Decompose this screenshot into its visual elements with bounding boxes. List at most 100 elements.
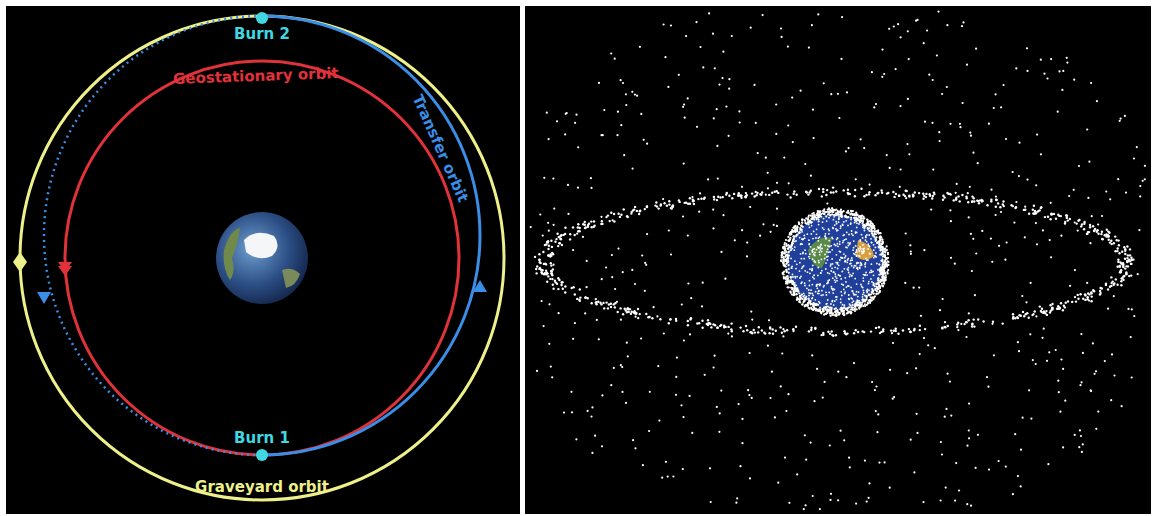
debris-dot xyxy=(875,103,877,105)
debris-dot xyxy=(979,199,981,201)
debris-dot xyxy=(712,209,714,211)
debris-dot xyxy=(588,223,590,225)
debris-dot xyxy=(701,305,703,307)
debris-dot xyxy=(737,194,739,196)
debris-dot xyxy=(1050,213,1052,215)
debris-dot xyxy=(825,194,827,196)
debris-dot xyxy=(882,285,884,287)
debris-dot xyxy=(846,91,848,93)
burn-point xyxy=(256,12,268,24)
debris-dot xyxy=(944,326,946,328)
debris-dot xyxy=(1124,258,1126,260)
debris-dot xyxy=(787,393,789,395)
debris-dot xyxy=(804,300,806,302)
debris-dot xyxy=(1035,184,1037,186)
debris-dot xyxy=(646,206,648,208)
debris-dot xyxy=(822,308,824,310)
debris-dot xyxy=(666,205,668,207)
debris-dot xyxy=(992,321,994,323)
debris-dot xyxy=(739,465,741,467)
debris-dot xyxy=(794,286,796,288)
debris-dot xyxy=(879,280,881,282)
debris-dot xyxy=(670,253,672,255)
debris-dot xyxy=(626,308,628,310)
debris-dot xyxy=(657,207,659,209)
debris-dot xyxy=(893,396,895,398)
debris-dot xyxy=(946,24,948,26)
debris-dot xyxy=(620,364,622,366)
debris-dot xyxy=(560,284,562,286)
debris-dot xyxy=(716,108,718,110)
debris-dot xyxy=(801,219,803,221)
debris-dot xyxy=(586,286,588,288)
debris-dot xyxy=(1021,295,1023,297)
debris-dot xyxy=(745,192,747,194)
debris-dot xyxy=(594,435,596,437)
debris-dot xyxy=(1093,290,1095,292)
debris-dot xyxy=(682,215,684,217)
debris-dot xyxy=(551,252,553,254)
debris-dot xyxy=(919,325,921,327)
debris-dot xyxy=(1032,313,1034,315)
debris-dot xyxy=(769,327,771,329)
debris-dot xyxy=(995,196,997,198)
debris-dot xyxy=(966,197,968,199)
debris-dot xyxy=(810,175,812,177)
debris-dot xyxy=(585,296,587,298)
debris-dot xyxy=(550,272,552,274)
debris-dot xyxy=(949,209,951,211)
debris-dot xyxy=(940,499,942,501)
debris-dot xyxy=(635,316,637,318)
debris-dot xyxy=(780,259,782,261)
debris-dot xyxy=(869,299,871,301)
debris-dot xyxy=(777,482,779,484)
debris-dot xyxy=(535,272,537,274)
debris-dot xyxy=(796,473,798,475)
debris-dot xyxy=(663,23,665,25)
debris-dot xyxy=(702,282,704,284)
debris-dot xyxy=(786,193,788,195)
debris-dot xyxy=(570,391,572,393)
debris-dot xyxy=(590,187,592,189)
debris-dot xyxy=(878,243,880,245)
debris-dot xyxy=(717,178,719,180)
debris-dot xyxy=(942,199,944,201)
debris-dot xyxy=(796,225,798,227)
debris-dot xyxy=(781,36,783,38)
debris-dot xyxy=(898,195,900,197)
debris-dot xyxy=(584,297,586,299)
debris-dot xyxy=(949,123,951,125)
debris-dot xyxy=(925,196,927,198)
debris-dot xyxy=(796,194,798,196)
debris-dot xyxy=(910,250,912,252)
debris-dot xyxy=(832,186,834,188)
land xyxy=(856,240,874,260)
debris-dot xyxy=(864,460,866,462)
debris-dot xyxy=(539,267,541,269)
debris-dot xyxy=(1081,451,1083,453)
debris-dot xyxy=(556,233,558,235)
debris-dot xyxy=(815,304,817,306)
debris-dot xyxy=(1126,261,1128,263)
debris-dot xyxy=(620,319,622,321)
debris-dot xyxy=(997,202,999,204)
debris-dot xyxy=(750,311,752,313)
debris-dot xyxy=(853,362,855,364)
debris-dot xyxy=(612,219,614,221)
debris-dot xyxy=(1124,250,1126,252)
debris-dot xyxy=(829,214,831,216)
debris-dot xyxy=(966,445,968,447)
debris-dot xyxy=(1127,254,1129,256)
debris-dot xyxy=(1002,322,1004,324)
debris-dot xyxy=(747,389,749,391)
debris-dot xyxy=(860,188,862,190)
debris-dot xyxy=(807,193,809,195)
debris-dot xyxy=(1064,306,1066,308)
debris-dot xyxy=(912,194,914,196)
debris-dot xyxy=(959,123,961,125)
debris-dot xyxy=(631,311,633,313)
debris-dot xyxy=(840,209,842,211)
debris-dot xyxy=(1120,280,1122,282)
debris-dot xyxy=(542,235,544,237)
debris-dot xyxy=(1017,341,1019,343)
